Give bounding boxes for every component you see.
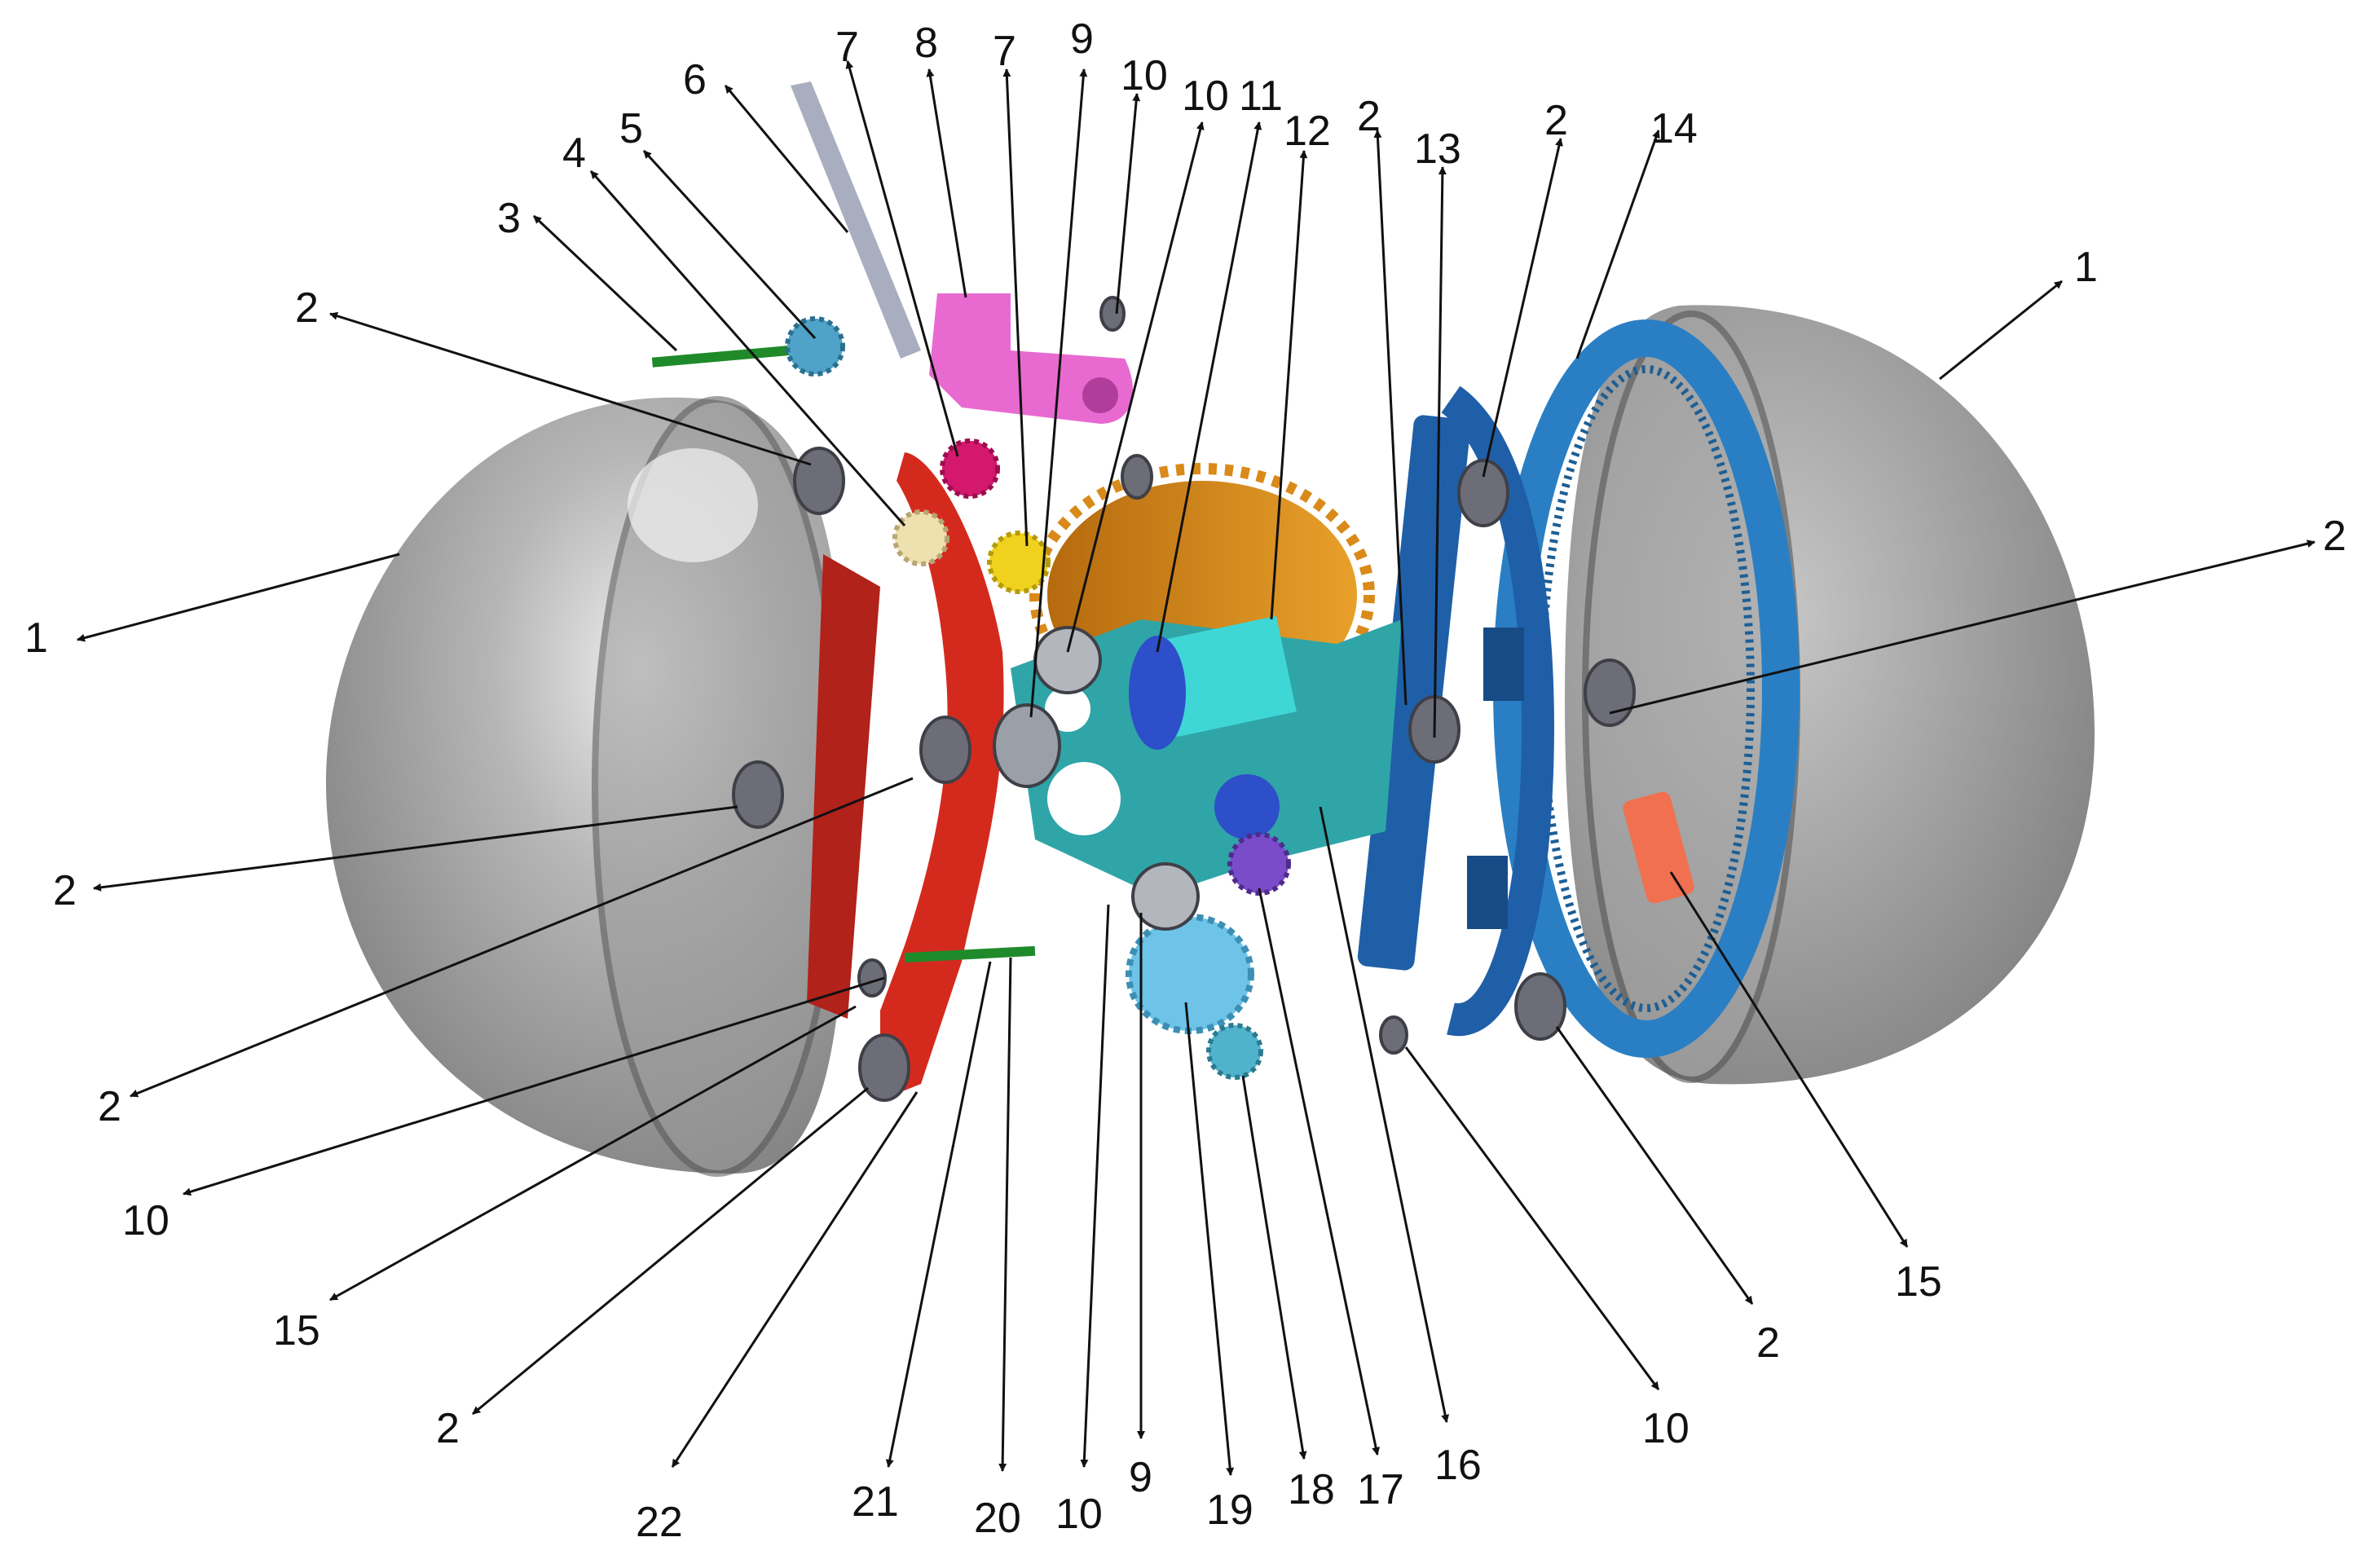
callout-label: 13 [1414,126,1461,173]
green-rod-lower [904,945,1036,963]
yellow-gear [987,531,1051,594]
callout-label: 12 [1284,108,1331,155]
callout-label: 21 [852,1478,899,1526]
callout-label: 1 [2074,244,2098,291]
callout-label: 5 [619,105,643,152]
steel-shaft [791,81,921,359]
light-blue-gear [1126,914,1254,1034]
callout-label: 11 [1239,73,1283,120]
callout-label: 16 [1434,1442,1482,1489]
cream-gear [892,509,949,566]
callout-label: 2 [2323,513,2346,560]
red-frame-plate [807,452,1004,1100]
callout-label: 2 [1357,93,1381,140]
bearing-set [732,296,1636,1102]
callout-label: 18 [1288,1466,1335,1513]
blue-small-gear [785,316,845,377]
callout-label: 9 [1070,15,1094,63]
callout-label: 15 [273,1307,320,1354]
callout-label: 10 [1121,52,1168,99]
callout-label: 8 [914,20,938,67]
callout-label: 7 [993,28,1016,75]
purple-gear [1227,832,1291,896]
left-hemisphere-shell [326,396,848,1177]
callout-label: 4 [562,130,586,177]
callout-label: 2 [98,1083,121,1130]
green-rod-upper [651,343,816,368]
callout-label: 2 [295,284,319,332]
callout-label: 3 [497,195,521,242]
right-hemisphere-shell [1565,305,2095,1085]
callout-label: 2 [436,1405,460,1452]
callout-label: 14 [1650,105,1698,152]
callout-label: 19 [1206,1487,1253,1534]
teal-chassis-plate [1011,619,1402,896]
callout-label: 20 [974,1495,1021,1542]
callout-labels: 1 1 2 2 2 2 2 2 2 2 3 4 5 6 7 7 8 9 9 10… [24,15,2346,1546]
callout-label: 2 [1756,1319,1780,1367]
callout-label: 6 [683,56,707,104]
callout-label: 10 [1642,1405,1690,1452]
callout-label: 15 [1895,1258,1942,1306]
cyan-motor [1129,615,1297,750]
salmon-block [1623,791,1694,904]
callout-label: 22 [636,1499,683,1546]
callout-label: 10 [1182,73,1229,120]
magenta-gear [940,438,1000,499]
callout-label: 2 [1544,97,1568,144]
pink-bracket [929,293,1133,424]
callout-label: 9 [1129,1454,1152,1501]
teal-small-gear [1206,1023,1263,1080]
callout-label: 10 [1055,1491,1103,1538]
callout-label: 2 [53,867,77,914]
callout-label: 1 [24,614,48,662]
callout-label: 17 [1357,1466,1404,1513]
callout-label: 10 [122,1197,170,1244]
callout-label: 7 [835,24,859,71]
leader-lines [77,60,2315,1476]
